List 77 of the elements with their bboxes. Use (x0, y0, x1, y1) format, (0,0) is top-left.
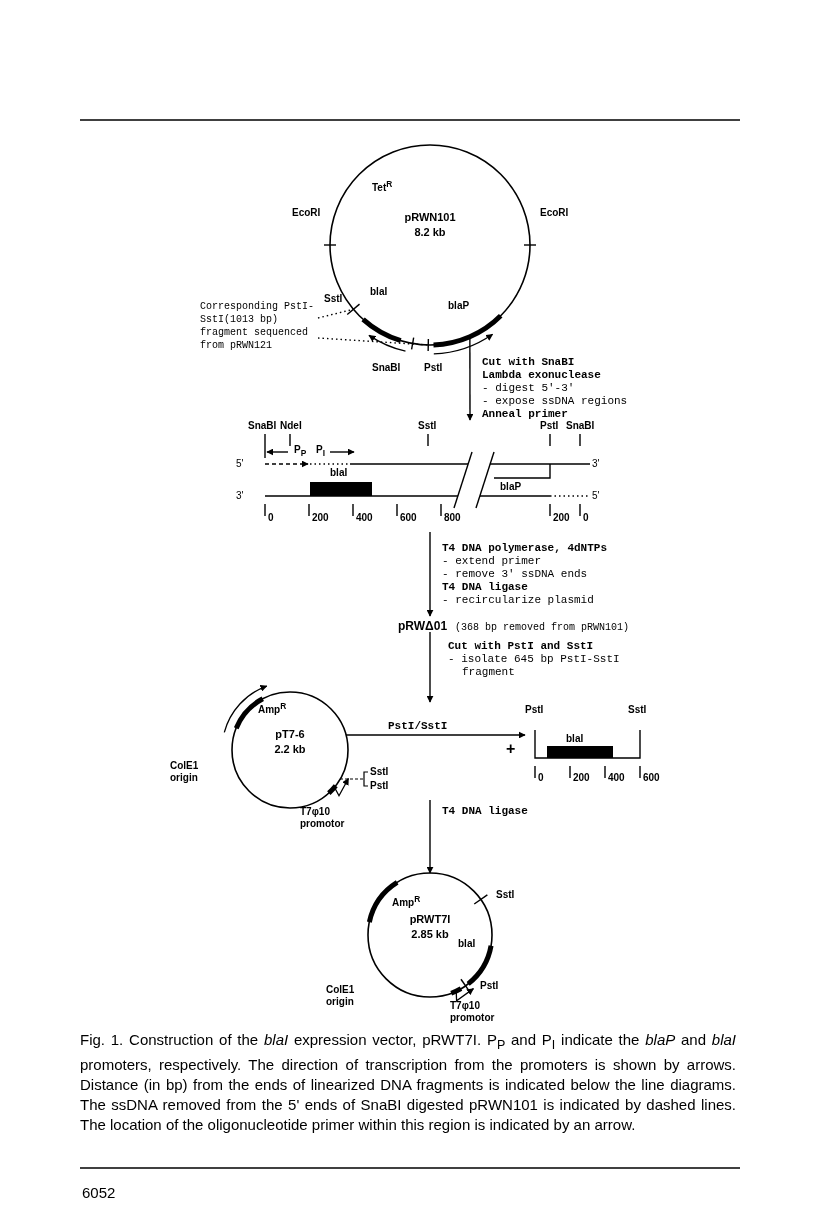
scale-number: 600 (400, 512, 417, 524)
site-label: NdeI (280, 420, 302, 432)
site-label: SstI (496, 889, 515, 901)
plasmid-name: pT7-6 (275, 728, 305, 740)
plasmid-size: 2.85 kb (411, 928, 449, 940)
origin-label: ColE1 origin (170, 760, 200, 784)
gene-label: P$_{P}$ (294, 444, 307, 459)
scale-number: 600 (643, 772, 660, 784)
scale-number: 0 (583, 512, 589, 524)
scale-number: 400 (608, 772, 625, 784)
strand-end-label: 3' (592, 458, 600, 470)
gene-label: blaP (448, 300, 470, 312)
step-text: - digest 5'-3' (482, 382, 575, 395)
leader-line (317, 337, 429, 346)
gene-label: Amp$^{R}$ (258, 700, 287, 717)
step-text: Anneal primer (482, 408, 568, 421)
plasmid-size: 8.2 kb (414, 226, 446, 238)
site-label: SstI (418, 420, 437, 432)
step-text: - extend primer (442, 555, 542, 568)
site-label: PstI (540, 420, 559, 432)
gene-label: P$_{I}$ (316, 444, 325, 459)
plasmid-name: pRWΔ01 (398, 619, 448, 633)
plasmid-name: pRWN101 (404, 211, 456, 223)
site-label: PstI (370, 780, 389, 792)
arrow (466, 336, 474, 421)
scale-number: 800 (444, 512, 461, 524)
figure-caption: Fig. 1. Construction of the blaI expression vector, pRWT7I. P$_{P}$ and P$_{I}$ indicate the blaP and blaI promoters, respectively. The direction of transcription from the promoters is shown by arrows. Distance (in bp) from the ends of linearized DNA fragments is indicated below the line diagrams. The ssDNA removed from the 5' ends of SnaBI digested pRWN101 is indicated by dashed lines. The location of the oligonucleotide primer within this region is indicated by an arrow. (80, 1030, 736, 1135)
site-label: SnaBI (566, 420, 595, 432)
site-label: SnaBI (372, 362, 401, 374)
site-label: PstI (424, 362, 443, 374)
strand-end-label: 3' (236, 490, 244, 502)
site-label: SnaBI (248, 420, 277, 432)
arrow (426, 631, 434, 703)
scale-number: 400 (356, 512, 373, 524)
plus-sign: + (506, 741, 516, 757)
arrow (426, 531, 434, 617)
promoter-label: T7φ10 promotor (300, 806, 346, 830)
step-text: - remove 3' ssDNA ends (442, 568, 588, 581)
gene-label: blaI (458, 938, 476, 950)
plasmid-size: 2.2 kb (274, 743, 306, 755)
step-text: Lambda exonuclease (482, 369, 601, 382)
scale-number: 0 (538, 772, 544, 784)
step-text: Cut with SnaBI (482, 356, 575, 369)
origin-label: ColE1 origin (326, 984, 356, 1008)
gene-label: blaI (370, 286, 388, 298)
gene-label: blaI (566, 733, 584, 745)
site-label: SstI (628, 704, 647, 716)
site-label: PstI (480, 980, 499, 992)
gene-label: blaI (330, 467, 348, 479)
site-label: EcoRI (540, 207, 569, 219)
step-text: - expose ssDNA regions (482, 395, 628, 408)
scale-number: 200 (573, 772, 590, 784)
site-label: PstI (525, 704, 544, 716)
promoter-label: T7φ10 promotor (450, 1000, 496, 1024)
strand-end-label: 5' (236, 458, 244, 470)
step-text: T4 DNA ligase (442, 581, 528, 594)
plasmid-name: pRWT7I (409, 913, 451, 925)
note-text: Corresponding PstI-SstI(1013 bp) fragment sequenced from pRWN121 (200, 300, 318, 354)
strand-end-label: 5' (592, 490, 600, 502)
scale-number: 200 (553, 512, 570, 524)
note-text: (368 bp removed from pRWN101) (455, 622, 630, 633)
scale-number: 200 (312, 512, 329, 524)
step-text: T4 DNA ligase (442, 805, 528, 818)
gene-label: blaP (500, 481, 522, 493)
step-text: Cut with PstI and SstI (448, 640, 594, 653)
scale-number: 0 (268, 512, 274, 524)
step-text: - isolate 645 bp PstI-SstI fragment (448, 653, 621, 679)
page-number: 6052 (82, 1184, 116, 1202)
arrow (426, 799, 434, 874)
site-label: SstI (370, 766, 389, 778)
site-label: SstI (324, 293, 343, 305)
step-text: - recircularize plasmid (442, 594, 594, 607)
arrow (345, 731, 526, 739)
gene-label: Tet$^{R}$ (372, 178, 393, 195)
site-label: EcoRI (292, 207, 321, 219)
step-text: T4 DNA polymerase, 4dNTPs (442, 542, 608, 555)
gene-label: Amp$^{R}$ (392, 893, 421, 910)
